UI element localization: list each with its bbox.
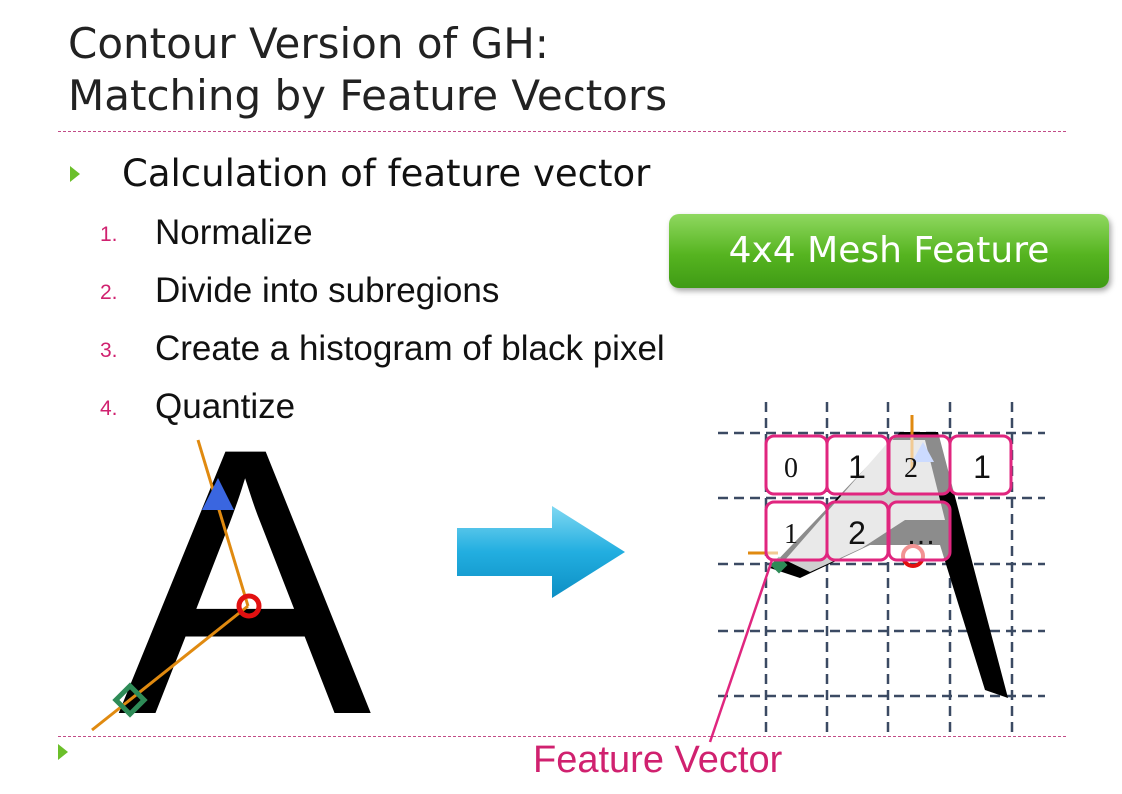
step-text: Normalize	[155, 213, 313, 252]
step-number: 1.	[100, 223, 118, 246]
cell-value: 1	[973, 449, 991, 485]
cell-value: 1	[848, 449, 866, 485]
feature-vector-caption: Feature Vector	[533, 739, 783, 781]
feature-cell	[887, 500, 952, 562]
orange-line	[196, 439, 250, 607]
cell-value: 0	[784, 453, 798, 484]
step-text: Divide into subregions	[155, 271, 500, 310]
cell-value: …	[906, 518, 936, 551]
step-number: 3.	[100, 339, 118, 362]
step-text: Quantize	[155, 387, 296, 426]
step-number: 4.	[100, 397, 118, 420]
caption-pointer-line	[708, 559, 774, 743]
circle-marker-icon	[236, 593, 262, 619]
title-line-1: Contour Version of GH:	[68, 19, 549, 68]
bullet-heading: Calculation of feature vector	[122, 152, 651, 195]
mesh-feature-badge: 4x4 Mesh Feature	[669, 214, 1109, 288]
right-arrow-icon	[457, 506, 625, 598]
step-number: 2.	[100, 281, 118, 304]
feature-cell	[887, 434, 952, 496]
cell-value: 2	[904, 453, 918, 484]
bullet-arrow-icon	[58, 744, 68, 760]
bullet-arrow-icon	[70, 166, 80, 182]
footer-divider	[58, 736, 1066, 737]
orange-line	[91, 604, 249, 732]
letter-a-contour: A	[118, 369, 372, 794]
title-line-2: Matching by Feature Vectors	[68, 71, 668, 120]
step-text: Create a histogram of black pixel	[155, 329, 665, 368]
title-divider	[58, 131, 1066, 132]
triangle-marker-icon	[202, 478, 234, 510]
feature-cell	[948, 434, 1013, 496]
cell-value: 1	[784, 519, 798, 550]
cell-value: 2	[848, 515, 866, 551]
slide-title: Contour Version of GH: Matching by Featu…	[68, 18, 968, 122]
diamond-marker-icon	[112, 682, 148, 718]
